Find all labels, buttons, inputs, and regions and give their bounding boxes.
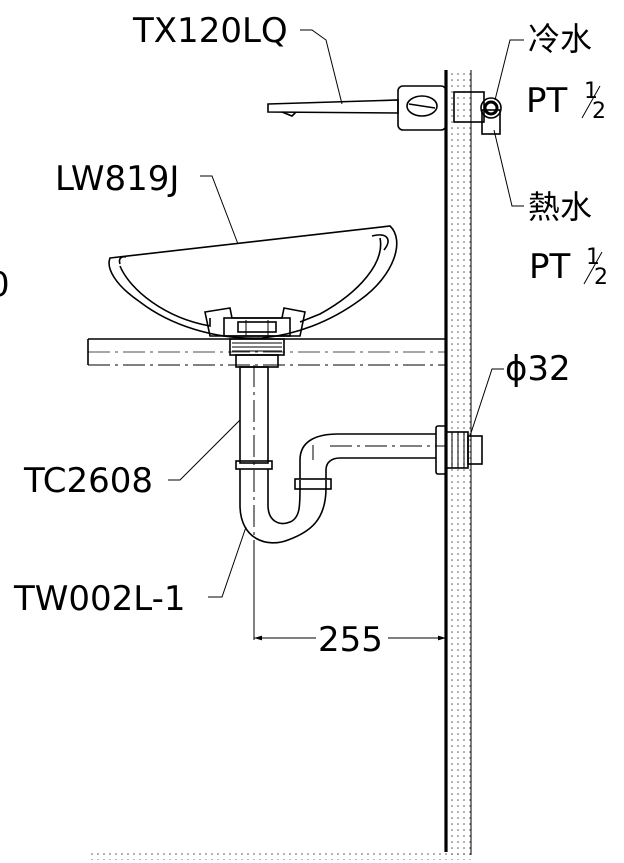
label-pipe-model: TC2608 (23, 461, 153, 501)
label-cold-water: 冷水 (528, 20, 592, 58)
label-hot-frac-num: 1 (586, 245, 600, 270)
wall (444, 70, 472, 855)
label-hot-water: 熱水 (528, 188, 592, 226)
label-basin-model: LW819J (55, 159, 179, 199)
drain-tailpipe (229, 338, 285, 470)
label-hot-frac-den: 2 (594, 265, 608, 290)
label-drain-diameter: ϕ32 (505, 349, 571, 389)
label-dimension-value: 255 (318, 620, 383, 660)
label-cold-frac-den: 2 (592, 99, 606, 124)
label-cold-frac-num: 1 (584, 79, 598, 104)
label-hot-pt: PT (529, 247, 571, 287)
floor (88, 852, 471, 860)
hot-frac-slash (583, 251, 603, 285)
label-faucet-model: TX120LQ (132, 11, 288, 51)
cold-frac-slash (581, 85, 601, 119)
dimension-255 (253, 540, 446, 641)
label-cold-pt: PT (526, 81, 568, 121)
label-cut-off-digit: 0 (0, 265, 10, 305)
leader-lines (168, 29, 524, 598)
p-trap (239, 425, 483, 544)
basin (108, 225, 398, 339)
label-trap-model: TW002L-1 (13, 579, 186, 619)
faucet (267, 85, 502, 135)
